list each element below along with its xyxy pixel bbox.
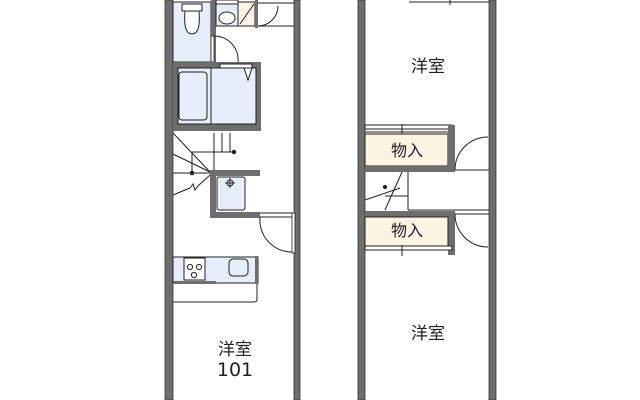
washing-machine-space bbox=[237, 1, 256, 27]
closet-upper-label: 物入 bbox=[390, 141, 423, 160]
door-swing-icon bbox=[213, 35, 239, 63]
entry-door-swing-icon bbox=[259, 216, 293, 253]
upper-floor bbox=[357, 0, 497, 400]
staircase-upper bbox=[364, 171, 409, 211]
closet-lower bbox=[364, 216, 449, 247]
stove-icon bbox=[183, 257, 206, 281]
sink-icon bbox=[228, 258, 249, 277]
unit-number: 101 bbox=[216, 359, 254, 381]
toilet-icon bbox=[181, 3, 203, 35]
vent-icon bbox=[243, 67, 253, 82]
door-swing-icon bbox=[454, 136, 489, 171]
washbasin-icon bbox=[215, 0, 239, 27]
closet-lower-label: 物入 bbox=[390, 221, 423, 240]
upper-room-bottom-label: 洋室 bbox=[411, 324, 445, 344]
drain-icon bbox=[225, 178, 235, 188]
shower-icon bbox=[216, 176, 246, 211]
upper-room-top-label: 洋室 bbox=[411, 57, 445, 77]
ground-room-label: 洋室 bbox=[218, 340, 252, 360]
ground-floor bbox=[164, 0, 301, 400]
bathtub-icon bbox=[178, 71, 208, 121]
closet-upper bbox=[364, 133, 449, 167]
staircase bbox=[172, 132, 237, 196]
door-swing-icon bbox=[257, 5, 279, 27]
door-swing-icon bbox=[454, 213, 489, 248]
